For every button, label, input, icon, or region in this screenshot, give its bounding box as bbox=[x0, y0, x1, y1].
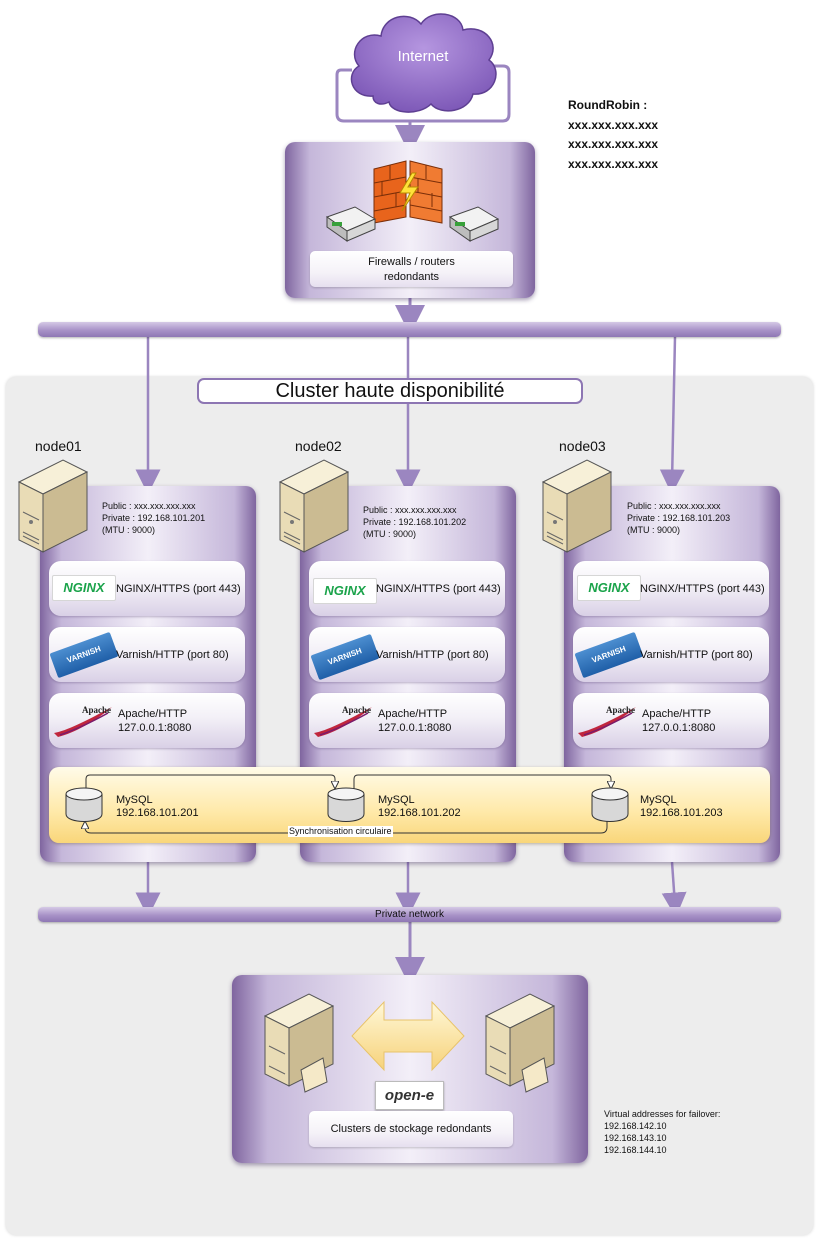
database-icon bbox=[65, 787, 103, 822]
firewall-icon bbox=[373, 160, 443, 224]
mtu: (MTU : 9000) bbox=[627, 525, 681, 535]
open-e-logo: open-e bbox=[375, 1081, 444, 1110]
firewall-label-box: Firewalls / routers redondants bbox=[310, 251, 513, 287]
storage-label-box: Clusters de stockage redondants bbox=[309, 1111, 513, 1147]
apache-label-line1: Apache/HTTP bbox=[378, 708, 448, 720]
mysql-label-line2: 192.168.101.201 bbox=[116, 807, 199, 819]
apache-logo-text: Apache bbox=[82, 705, 111, 715]
nginx-logo: NGINX bbox=[52, 575, 116, 601]
node-info: Public : xxx.xxx.xxx.xxx Private : 192.1… bbox=[363, 504, 466, 540]
database-icon bbox=[327, 787, 365, 822]
bidirectional-arrow-icon bbox=[351, 1000, 465, 1072]
apache-label-line2: 127.0.0.1:8080 bbox=[378, 722, 452, 734]
apache-label-line1: Apache/HTTP bbox=[642, 708, 712, 720]
nginx-label: NGINX/HTTPS (port 443) bbox=[376, 583, 501, 595]
node-name: node02 bbox=[295, 438, 342, 454]
server-icon bbox=[541, 459, 613, 553]
private-ip: Private : 192.168.101.202 bbox=[363, 517, 467, 527]
roundrobin-ip: xxx.xxx.xxx.xxx bbox=[568, 118, 659, 132]
private-ip: Private : 192.168.101.201 bbox=[102, 513, 206, 523]
mysql-replication-band bbox=[49, 767, 770, 843]
public-network-bus bbox=[38, 322, 781, 337]
failover-ip: 192.168.142.10 bbox=[604, 1121, 667, 1131]
node-info: Public : xxx.xxx.xxx.xxx Private : 192.1… bbox=[627, 500, 730, 536]
apache-layer bbox=[49, 693, 245, 748]
failover-ip: 192.168.144.10 bbox=[604, 1145, 667, 1155]
sync-label: Synchronisation circulaire bbox=[288, 826, 393, 837]
private-network-bus bbox=[38, 907, 781, 922]
mysql-label: MySQL 192.168.101.202 bbox=[378, 794, 461, 820]
nginx-label: NGINX/HTTPS (port 443) bbox=[116, 583, 241, 595]
roundrobin-ip: xxx.xxx.xxx.xxx bbox=[568, 137, 659, 151]
apache-label-line1: Apache/HTTP bbox=[118, 708, 188, 720]
firewall-label-line1: Firewalls / routers bbox=[368, 256, 455, 268]
nginx-logo: NGINX bbox=[313, 578, 377, 604]
public-ip: Public : xxx.xxx.xxx.xxx bbox=[102, 501, 196, 511]
server-icon bbox=[484, 993, 556, 1093]
internet-label: Internet bbox=[397, 48, 449, 65]
mysql-label: MySQL 192.168.101.203 bbox=[640, 794, 723, 820]
apache-layer bbox=[573, 693, 769, 748]
apache-feather-icon: Apache bbox=[578, 705, 636, 737]
mysql-label-line1: MySQL bbox=[640, 794, 677, 806]
router-icon bbox=[325, 206, 377, 242]
apache-label: Apache/HTTP 127.0.0.1:8080 bbox=[378, 707, 451, 735]
storage-label: Clusters de stockage redondants bbox=[330, 1123, 492, 1135]
varnish-label: Varnish/HTTP (port 80) bbox=[376, 649, 489, 661]
router-icon bbox=[448, 206, 500, 242]
apache-feather-icon: Apache bbox=[54, 705, 112, 737]
apache-label: Apache/HTTP 127.0.0.1:8080 bbox=[642, 707, 715, 735]
mysql-label-line2: 192.168.101.203 bbox=[640, 807, 723, 819]
node-info: Public : xxx.xxx.xxx.xxx Private : 192.1… bbox=[102, 500, 205, 536]
public-ip: Public : xxx.xxx.xxx.xxx bbox=[363, 505, 457, 515]
apache-logo-text: Apache bbox=[606, 705, 635, 715]
failover-ip: 192.168.143.10 bbox=[604, 1133, 667, 1143]
apache-label: Apache/HTTP 127.0.0.1:8080 bbox=[118, 707, 191, 735]
cluster-title: Cluster haute disponibilité bbox=[197, 378, 583, 404]
server-icon bbox=[278, 459, 350, 553]
varnish-label: Varnish/HTTP (port 80) bbox=[640, 649, 753, 661]
cloud-icon bbox=[350, 13, 497, 113]
private-network-label: Private network bbox=[375, 909, 444, 920]
roundrobin-ip: xxx.xxx.xxx.xxx bbox=[568, 157, 659, 171]
firewall-label-line2: redondants bbox=[383, 271, 440, 283]
private-ip: Private : 192.168.101.203 bbox=[627, 513, 731, 523]
node-name: node01 bbox=[35, 438, 82, 454]
apache-feather-icon: Apache bbox=[314, 705, 372, 737]
apache-label-line2: 127.0.0.1:8080 bbox=[118, 722, 192, 734]
varnish-label: Varnish/HTTP (port 80) bbox=[116, 649, 229, 661]
mysql-label-line1: MySQL bbox=[116, 794, 153, 806]
failover-addresses: Virtual addresses for failover: 192.168.… bbox=[604, 1108, 720, 1156]
apache-logo-text: Apache bbox=[342, 705, 371, 715]
mysql-label: MySQL 192.168.101.201 bbox=[116, 794, 199, 820]
nginx-logo: NGINX bbox=[577, 575, 641, 601]
nginx-label: NGINX/HTTPS (port 443) bbox=[640, 583, 765, 595]
server-icon bbox=[263, 993, 335, 1093]
mtu: (MTU : 9000) bbox=[102, 525, 156, 535]
failover-title: Virtual addresses for failover: bbox=[604, 1109, 721, 1119]
apache-label-line2: 127.0.0.1:8080 bbox=[642, 722, 716, 734]
apache-layer bbox=[309, 693, 505, 748]
public-ip: Public : xxx.xxx.xxx.xxx bbox=[627, 501, 721, 511]
mysql-label-line2: 192.168.101.202 bbox=[378, 807, 461, 819]
mtu: (MTU : 9000) bbox=[363, 529, 417, 539]
node-name: node03 bbox=[559, 438, 606, 454]
roundrobin-title: RoundRobin : bbox=[568, 98, 648, 112]
database-icon bbox=[591, 787, 629, 822]
server-icon bbox=[17, 459, 89, 553]
mysql-label-line1: MySQL bbox=[378, 794, 415, 806]
